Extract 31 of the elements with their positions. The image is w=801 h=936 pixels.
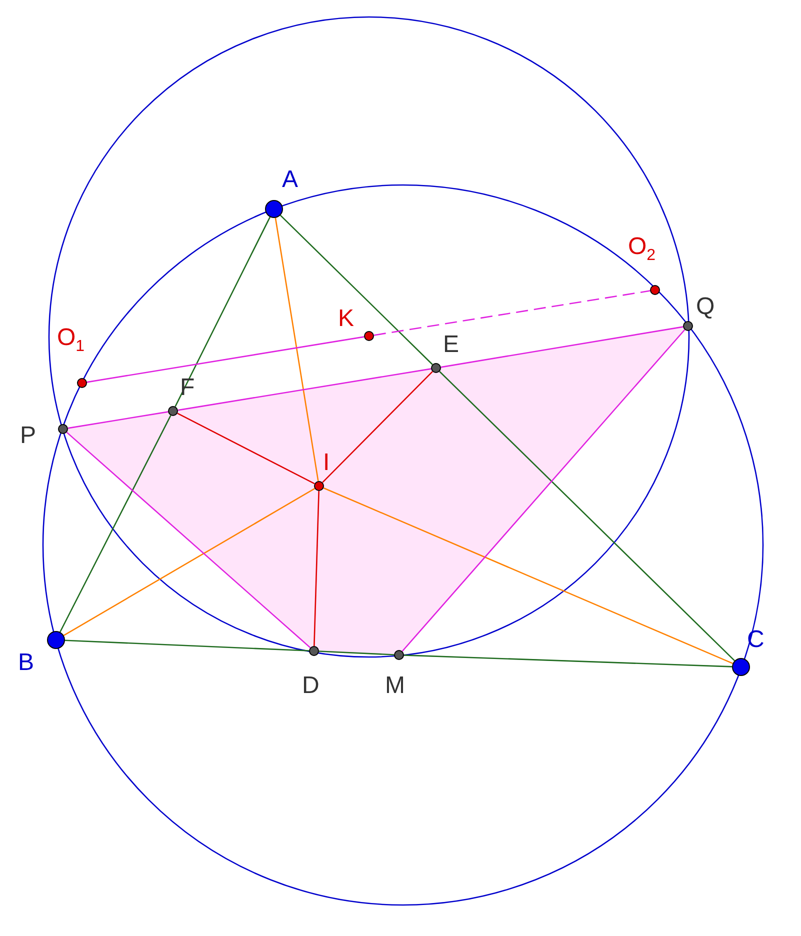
line-segment bbox=[439, 371, 736, 662]
point-label: D bbox=[302, 673, 320, 699]
line-segment bbox=[63, 488, 316, 636]
point-label: O$_{2}$ bbox=[628, 234, 656, 266]
line-segment bbox=[86, 336, 364, 383]
line-segment bbox=[314, 490, 320, 646]
point-label: O$_{1}$ bbox=[57, 325, 85, 357]
point-label: I bbox=[323, 450, 330, 476]
point-label: E bbox=[443, 332, 460, 358]
line-segment bbox=[66, 432, 311, 648]
point-label: P bbox=[20, 423, 36, 449]
line-segment bbox=[177, 412, 315, 484]
point-label: A bbox=[282, 167, 298, 193]
line-segment bbox=[280, 214, 433, 365]
point-label: M bbox=[385, 673, 405, 699]
line-segment bbox=[322, 371, 433, 483]
line-segment bbox=[178, 368, 432, 411]
dashed-line bbox=[374, 290, 650, 336]
line-segment bbox=[402, 329, 686, 652]
point-label: Q bbox=[696, 294, 715, 320]
line-segment bbox=[68, 411, 168, 429]
line-segment bbox=[64, 640, 310, 652]
line-segment bbox=[60, 415, 172, 632]
line-segment bbox=[318, 650, 394, 656]
line-segment bbox=[440, 326, 684, 368]
line-segment bbox=[323, 487, 733, 664]
line-segment bbox=[174, 216, 271, 407]
line-segment bbox=[274, 218, 319, 482]
point-label: K bbox=[338, 306, 354, 332]
point-label: B bbox=[18, 650, 34, 676]
line-segment bbox=[404, 654, 732, 668]
